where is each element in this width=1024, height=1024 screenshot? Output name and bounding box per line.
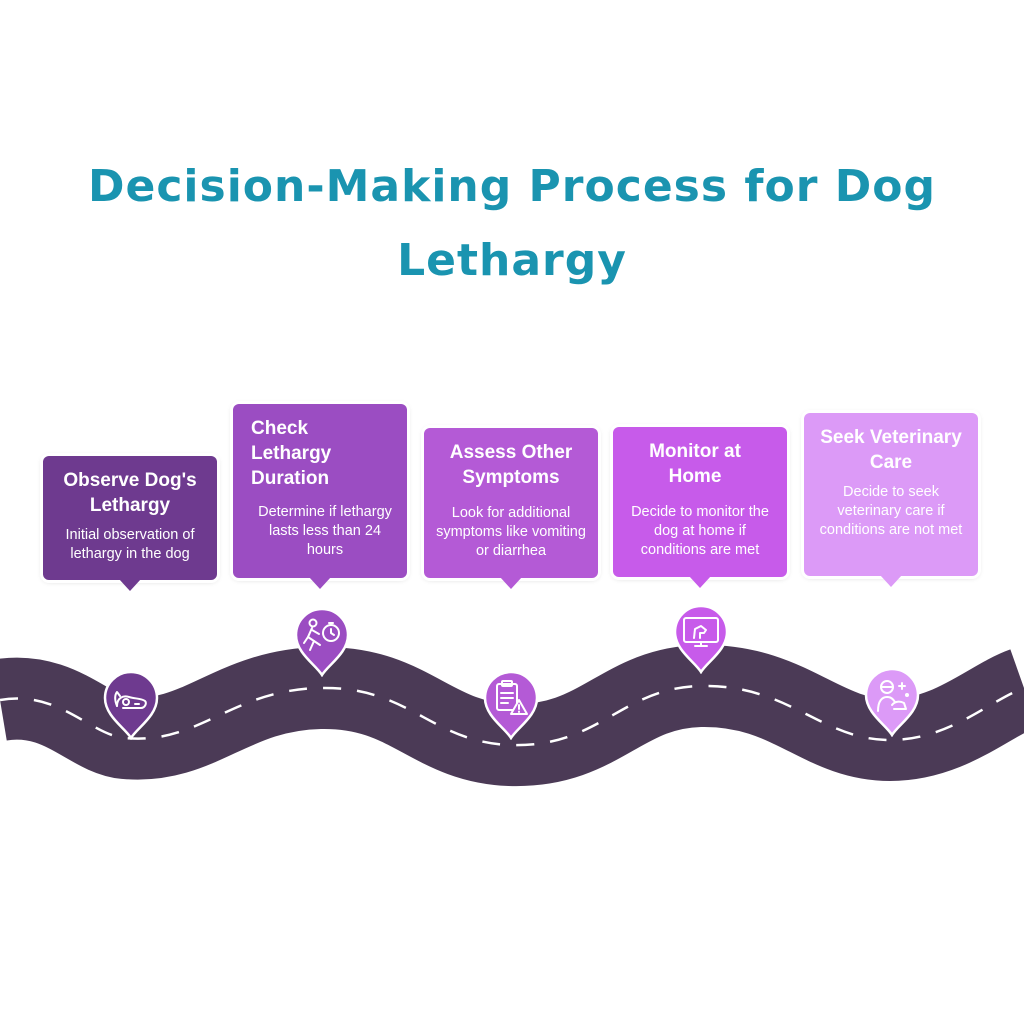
step-title: Seek Veterinary Care bbox=[820, 427, 962, 473]
dog-lying-icon bbox=[103, 670, 159, 740]
monitor-dog-icon bbox=[673, 604, 729, 674]
vet-care-icon bbox=[864, 667, 920, 737]
road-center-line bbox=[0, 684, 1024, 747]
step-title: Assess Other Symptoms bbox=[449, 442, 573, 488]
running-stopwatch-icon bbox=[294, 607, 350, 677]
step-title: Observe Dog's Lethargy bbox=[63, 470, 197, 516]
step-description: Decide to seek veterinary care if condit… bbox=[819, 484, 963, 538]
step-card-duration: Check Lethargy Duration Determine if let… bbox=[233, 404, 407, 589]
clipboard-warning-icon bbox=[483, 670, 539, 740]
step-description: Look for additional symptoms like vomiti… bbox=[436, 505, 586, 559]
step-title: Monitor at Home bbox=[649, 441, 741, 487]
step-title: Check Lethargy Duration bbox=[251, 418, 332, 489]
step-description: Determine if lethargy lasts less than 24… bbox=[258, 504, 392, 558]
step-card-assess: Assess Other Symptoms Look for additiona… bbox=[424, 428, 598, 589]
page-title: Decision-Making Process for Dog Lethargy bbox=[87, 161, 936, 286]
step-description: Initial observation of lethargy in the d… bbox=[65, 527, 195, 562]
step-card-monitor: Monitor at Home Decide to monitor the do… bbox=[613, 427, 787, 588]
step-card-observe: Observe Dog's Lethargy Initial observati… bbox=[43, 456, 217, 591]
step-card-vet: Seek Veterinary Care Decide to seek vete… bbox=[804, 413, 978, 587]
step-description: Decide to monitor the dog at home if con… bbox=[631, 504, 769, 558]
